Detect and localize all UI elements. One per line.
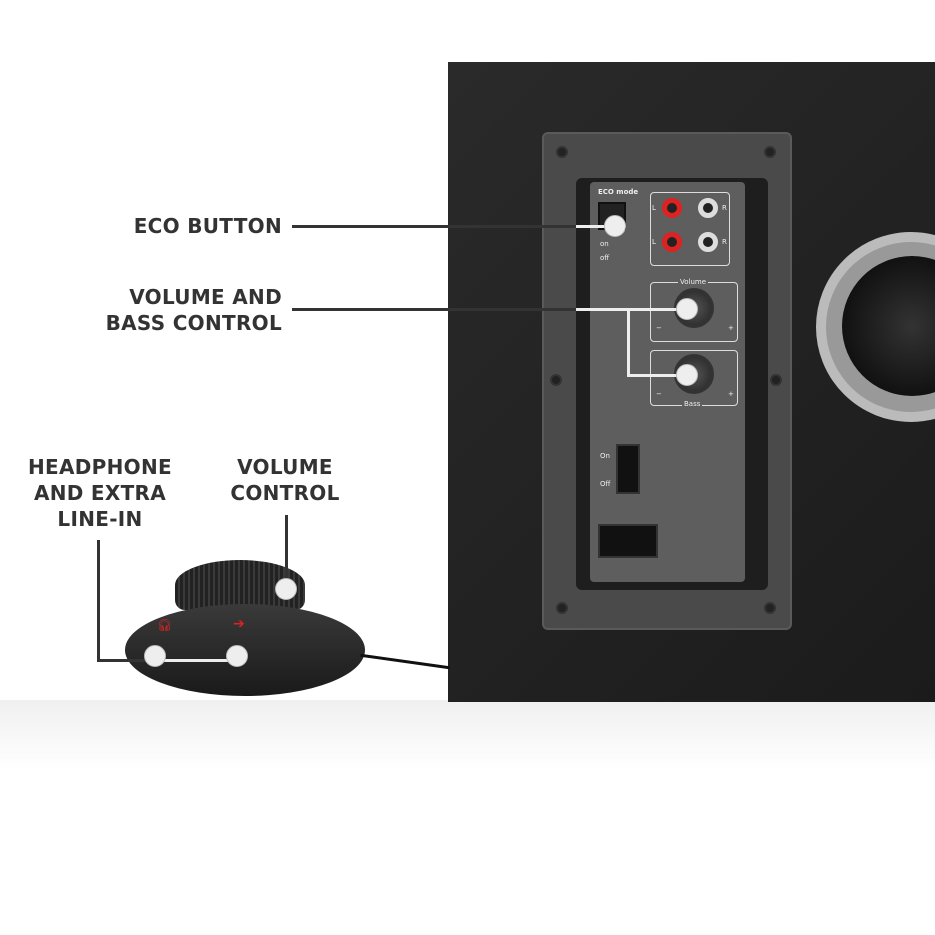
volume-control-dot (275, 578, 297, 600)
rca-output-right[interactable] (698, 232, 718, 252)
bass-label: Bass (682, 400, 703, 408)
screw-icon (556, 146, 568, 158)
volume-bass-callout-line (627, 308, 630, 376)
volume-label: Volume (678, 278, 709, 286)
volume-callout-dot (676, 298, 698, 320)
rca-left-label: L (652, 238, 656, 246)
bass-callout-dot (676, 364, 698, 386)
rca-right-label: R (722, 238, 727, 246)
rca-right-label: R (722, 204, 727, 212)
power-socket (598, 524, 658, 558)
minus-label: − (656, 324, 662, 332)
volume-control-callout: VOLUME CONTROL (215, 454, 355, 506)
control-panel: ECO mode on off L R L R Volume − + Bass … (590, 182, 745, 582)
eco-off-label: off (600, 254, 610, 262)
callout-line: AND EXTRA (33, 481, 167, 505)
callout-line: BASS CONTROL (105, 311, 282, 335)
callout-line: VOLUME AND (129, 285, 282, 309)
eco-mode-label: ECO mode (598, 188, 639, 196)
screw-icon (764, 146, 776, 158)
eco-callout-line (292, 225, 604, 228)
cable (360, 653, 450, 670)
eco-callout-line (576, 225, 606, 228)
power-switch[interactable] (616, 444, 640, 494)
screw-icon (764, 602, 776, 614)
headphone-icon: 🎧︎ (157, 618, 173, 632)
volume-bass-callout: VOLUME AND BASS CONTROL (60, 284, 282, 336)
power-on-label: On (600, 452, 610, 460)
eco-on-label: on (600, 240, 609, 248)
rca-input-left[interactable] (662, 198, 682, 218)
volume-bass-callout-line (576, 308, 676, 311)
line-in-icon: ➔ (233, 616, 245, 632)
rca-left-label: L (652, 204, 656, 212)
volume-bass-callout-line (292, 308, 576, 311)
eco-button-callout: ECO BUTTON (133, 214, 282, 238)
headphone-callout: HEADPHONE AND EXTRA LINE-IN (10, 454, 190, 532)
callout-line: VOLUME (237, 455, 333, 479)
woofer-cone (842, 256, 935, 396)
callout-line: CONTROL (230, 481, 340, 505)
line-in-jack-dot (226, 645, 248, 667)
rca-input-right[interactable] (698, 198, 718, 218)
headphone-callout-line (97, 540, 100, 662)
eco-callout-dot (604, 215, 626, 237)
headphone-callout-line (97, 659, 147, 662)
volume-bass-callout-line (627, 374, 677, 377)
power-off-label: Off (600, 480, 611, 488)
screw-icon (556, 602, 568, 614)
woofer (816, 232, 935, 422)
plus-label: + (728, 324, 734, 332)
rca-output-left[interactable] (662, 232, 682, 252)
floor-shadow (0, 700, 935, 770)
rca-box (650, 192, 730, 266)
callout-line: HEADPHONE (28, 455, 172, 479)
volume-control-callout-line (285, 515, 288, 580)
desk-control-pod: 🎧︎ ➔ (125, 560, 365, 700)
plus-label: + (728, 390, 734, 398)
callout-line: LINE-IN (57, 507, 143, 531)
minus-label: − (656, 390, 662, 398)
screw-icon (550, 374, 562, 386)
screw-icon (770, 374, 782, 386)
headphone-callout-line (147, 659, 235, 662)
headphone-jack-dot (144, 645, 166, 667)
